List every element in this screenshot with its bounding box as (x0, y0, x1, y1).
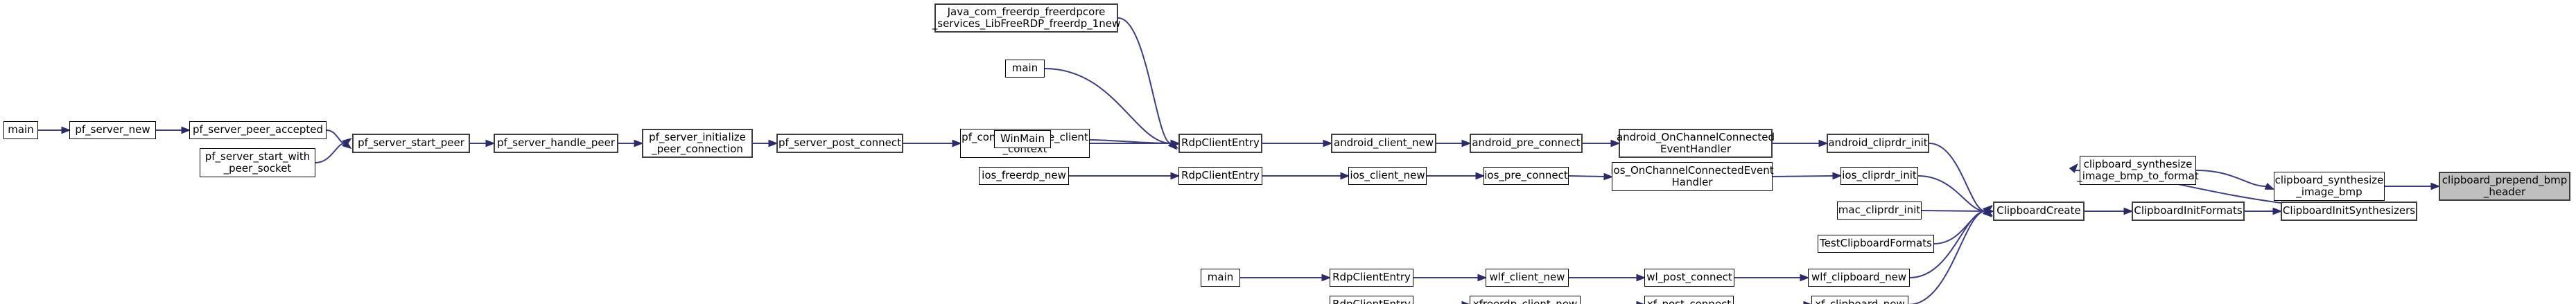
graph-node-label: main (1011, 62, 1038, 75)
graph-node-n20[interactable]: ios_pre_connect (1483, 167, 1569, 185)
graph-edge (326, 129, 345, 144)
graph-node-label: clipboard_synthesize _image_bmp (2274, 173, 2384, 198)
graph-edge (1917, 175, 1986, 212)
graph-node-label: main (8, 123, 34, 136)
graph-node-label: android_client_new (1333, 136, 1434, 150)
graph-node-n0[interactable]: main (3, 121, 38, 139)
graph-node-n27[interactable]: wlf_client_new (1486, 269, 1569, 287)
graph-node-label: pf_server_new (75, 123, 150, 136)
graph-node-n23[interactable]: mac_cliprdr_init (1837, 202, 1922, 220)
graph-node-n33[interactable]: xf_clipboard_new (1811, 296, 1908, 304)
graph-edge (1929, 143, 1986, 212)
graph-node-n4[interactable]: pf_server_start_peer (352, 134, 470, 153)
graph-node-label: pf_server_initialize _peer_connection (649, 130, 746, 155)
graph-node-label: xf_post_connect (1644, 298, 1734, 304)
graph-node-label: RdpClientEntry (1181, 169, 1260, 182)
graph-node-n30[interactable]: RdpClientEntry (1330, 296, 1413, 304)
graph-node-label: xfreerdp_client_new (1470, 298, 1581, 304)
graph-edge (1908, 211, 1986, 304)
graph-edge (1568, 175, 1605, 177)
graph-node-label: main (1207, 271, 1234, 284)
graph-node-label: pf_server_post_connect (778, 136, 901, 150)
graph-edge (1772, 175, 1834, 177)
graph-node-label: ios_freerdp_new (982, 169, 1066, 182)
graph-node-label: Java_com_freerdp_freerdpcore _services_L… (932, 5, 1121, 30)
graph-node-n34[interactable]: ClipboardCreate (1993, 202, 2085, 221)
graph-node-n31[interactable]: xfreerdp_client_new (1470, 296, 1581, 304)
graph-node-n16[interactable]: android_pre_connect (1470, 134, 1583, 153)
graph-node-label: TestClipboardFormats (1820, 237, 1932, 250)
graph-node-label: wl_post_connect (1646, 271, 1732, 284)
graph-node-n12[interactable]: ios_freerdp_new (979, 167, 1069, 185)
graph-node-label: wlf_clipboard_new (1811, 271, 1907, 284)
graph-node-label: mac_cliprdr_init (1838, 204, 1921, 217)
graph-node-n21[interactable]: ios_OnChannelConnectedEvent Handler (1610, 162, 1774, 191)
graph-node-label: android_cliprdr_init (1828, 136, 1928, 150)
graph-node-label: android_pre_connect (1472, 136, 1581, 150)
graph-node-label: ClipboardInitSynthesizers (2282, 204, 2416, 217)
graph-node-n26[interactable]: RdpClientEntry (1330, 269, 1413, 287)
graph-node-label: android_OnChannelConnected EventHandler (1616, 130, 1775, 155)
graph-node-n13[interactable]: RdpClientEntry (1178, 134, 1262, 153)
graph-node-n1[interactable]: pf_server_new (69, 121, 156, 139)
graph-edge-arrowhead (1983, 206, 1993, 215)
graph-edge (1933, 211, 1986, 244)
graph-node-label: pf_server_handle_peer (496, 136, 616, 150)
graph-node-n22[interactable]: ios_cliprdr_init (1840, 167, 1918, 185)
graph-node-label: RdpClientEntry (1330, 298, 1413, 304)
graph-edge (1117, 17, 1172, 144)
graph-edge-arrowhead (1983, 205, 1993, 215)
graph-node-n14[interactable]: RdpClientEntry (1178, 167, 1262, 185)
graph-node-label: wlf_client_new (1489, 271, 1565, 284)
graph-node-n35[interactable]: ClipboardInitFormats (2132, 202, 2245, 221)
graph-node-n7[interactable]: pf_server_post_connect (776, 134, 903, 153)
graph-edge-arrowhead (1167, 140, 1178, 150)
graph-node-label: ClipboardInitFormats (2134, 204, 2243, 217)
graph-edge-arrowhead (342, 140, 352, 150)
graph-node-n19[interactable]: ios_client_new (1348, 167, 1427, 185)
graph-node-label: xf_clipboard_new (1812, 298, 1908, 304)
graph-node-label: clipboard_synthesize _image_bmp_to_forma… (2077, 157, 2199, 182)
graph-node-label: clipboard_prepend_bmp _header (2442, 173, 2568, 198)
graph-node-n25[interactable]: main (1201, 269, 1240, 287)
graph-node-n6[interactable]: pf_server_initialize _peer_connection (642, 129, 753, 158)
graph-node-label: ClipboardCreate (1996, 204, 2081, 217)
graph-node-n32[interactable]: xf_post_connect (1644, 296, 1734, 304)
graph-node-label: pf_server_peer_accepted (193, 123, 323, 136)
graph-node-label: ios_client_new (1350, 169, 1425, 182)
graph-node-label: RdpClientEntry (1181, 136, 1260, 150)
graph-node-n10[interactable]: main (1005, 60, 1045, 78)
graph-node-n36[interactable]: ClipboardInitSynthesizers (2281, 202, 2417, 221)
graph-node-n24[interactable]: TestClipboardFormats (1818, 235, 1934, 253)
graph-node-label: pf_server_start_peer (358, 136, 464, 150)
graph-edge-arrowhead (342, 137, 352, 147)
graph-edge-arrowhead (1983, 208, 1994, 217)
graph-node-n2[interactable]: pf_server_peer_accepted (189, 121, 327, 139)
graph-node-label: pf_server_start_with _peer_socket (204, 150, 311, 175)
graph-node-label: ios_OnChannelConnectedEvent Handler (1610, 163, 1774, 188)
graph-edge-arrowhead (1983, 208, 1992, 218)
graph-node-n37[interactable]: clipboard_synthesize _image_bmp_to_forma… (2077, 156, 2199, 185)
graph-node-n11[interactable]: WinMain (994, 130, 1051, 148)
graph-node-label: WinMain (1000, 132, 1045, 145)
graph-node-n3[interactable]: pf_server_start_with _peer_socket (200, 148, 315, 177)
graph-node-n5[interactable]: pf_server_handle_peer (494, 134, 618, 153)
graph-node-n15[interactable]: android_client_new (1331, 134, 1436, 153)
graph-edge (315, 143, 345, 163)
graph-node-n39: clipboard_prepend_bmp _header (2439, 172, 2570, 201)
graph-edge (2195, 170, 2267, 187)
graph-node-n18[interactable]: android_cliprdr_init (1827, 134, 1929, 153)
graph-node-label: ios_cliprdr_init (1842, 169, 1917, 182)
graph-node-label: ios_pre_connect (1484, 169, 1568, 182)
graph-node-n38[interactable]: clipboard_synthesize _image_bmp (2274, 172, 2385, 201)
graph-edge-arrowhead (1983, 204, 1992, 215)
graph-node-n17[interactable]: android_OnChannelConnected EventHandler (1617, 129, 1775, 158)
graph-node-n9[interactable]: Java_com_freerdp_freerdpcore _services_L… (932, 3, 1120, 33)
graph-node-n28[interactable]: wl_post_connect (1644, 269, 1734, 287)
graph-node-n29[interactable]: wlf_clipboard_new (1808, 269, 1910, 287)
graph-edge-arrowhead (1168, 140, 1178, 149)
graph-node-label: RdpClientEntry (1332, 271, 1411, 284)
